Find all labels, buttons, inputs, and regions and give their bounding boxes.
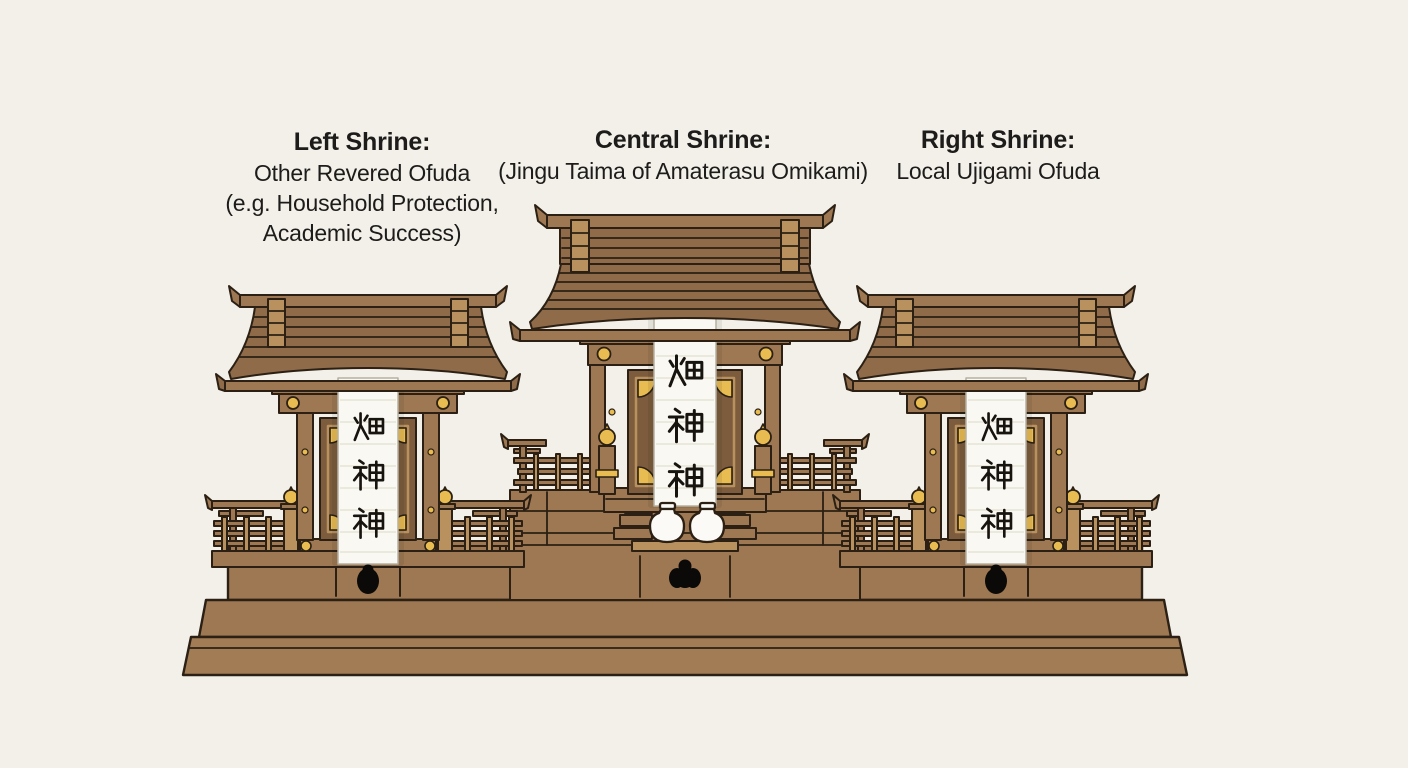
- central-shrine-right-fence: [771, 433, 870, 493]
- central-shrine-left-fence: [500, 433, 599, 493]
- right-shrine-label-title: Right Shrine:: [920, 126, 1076, 154]
- central-shrine-roof: [509, 204, 861, 342]
- left-shrine-label-line: Academic Success): [262, 220, 462, 246]
- left-shrine-label-line: Other Revered Ofuda: [253, 160, 471, 186]
- sake-jar-right: [688, 501, 726, 544]
- chigi-icon: [780, 219, 800, 273]
- right-shrine-label-line: Local Ujigami Ofuda: [896, 158, 1100, 184]
- chigi-icon: [570, 219, 590, 273]
- sake-jar-left: [648, 501, 686, 544]
- left-shrine-label-line: (e.g. Household Protection,: [225, 190, 499, 216]
- left-shrine-label: Left Shrine: Other Revered Ofuda (e.g. H…: [142, 127, 582, 248]
- central-shrine-label-title: Central Shrine:: [594, 126, 772, 154]
- offering-shelf: [631, 540, 739, 552]
- platform-middle-tier: [197, 598, 1173, 639]
- central-giboshi-right: [751, 423, 775, 495]
- central-giboshi-left: [595, 423, 619, 495]
- central-base-hole: [669, 559, 701, 588]
- left-shrine-label-title: Left Shrine:: [293, 128, 431, 156]
- central-shrine-label: Central Shrine: (Jingu Taima of Amateras…: [463, 125, 903, 186]
- right-ofuda-text: 畑神神: [968, 414, 1022, 434]
- central-shrine-ofuda-strip: [648, 311, 722, 508]
- left-ofuda-text: 畑神神: [340, 414, 394, 434]
- central-shrine: [500, 204, 870, 601]
- platform-bottom-tier: [181, 635, 1189, 677]
- central-shrine-label-line: (Jingu Taima of Amaterasu Omikami): [498, 158, 868, 184]
- central-ofuda-text: 畑神神: [656, 356, 710, 376]
- right-shrine-label: Right Shrine: Local Ujigami Ofuda: [778, 125, 1218, 186]
